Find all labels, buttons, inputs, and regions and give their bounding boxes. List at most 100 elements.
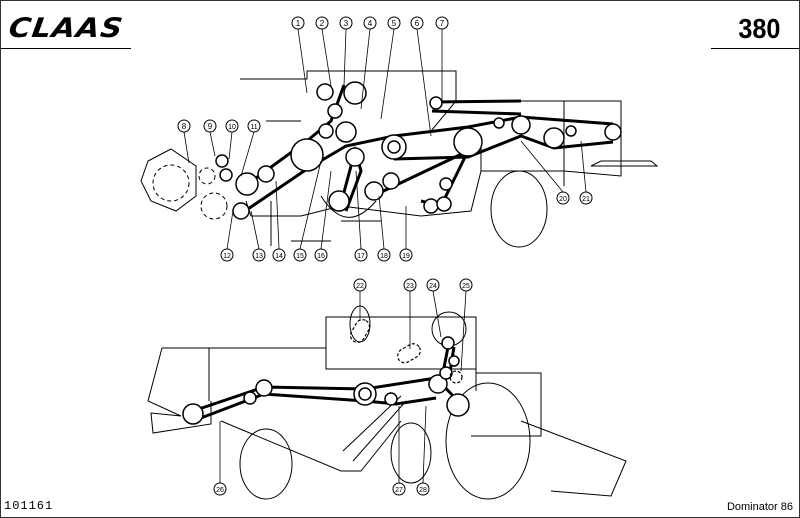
leader-line: [380, 28, 395, 120]
callout-circle: [416, 482, 430, 496]
callout-circle: [291, 16, 305, 30]
callout-circle: [252, 248, 266, 262]
callout-12: 12: [220, 210, 234, 262]
leader-line: [299, 160, 322, 250]
callout-8: 8: [177, 119, 191, 164]
leader-line: [520, 140, 564, 193]
callout-label: 14: [275, 253, 283, 260]
callout-label: 26: [216, 487, 224, 494]
callout-circle: [314, 248, 328, 262]
callout-28: 28: [416, 405, 430, 496]
callout-circle: [579, 191, 593, 205]
leader-line: [275, 180, 280, 250]
callout-14: 14: [272, 180, 286, 262]
callout-circle: [399, 248, 413, 262]
callout-label: 24: [429, 283, 437, 290]
callout-circle: [247, 119, 261, 133]
callout-27: 27: [392, 406, 406, 496]
callout-label: 28: [419, 487, 427, 494]
model-name: Dominator 86: [726, 501, 793, 513]
callout-circle: [220, 248, 234, 262]
leader-line: [355, 170, 362, 250]
callout-circle: [203, 119, 217, 133]
callout-15: 15: [293, 160, 322, 262]
callout-label: 8: [182, 122, 187, 131]
callout-4: 4: [360, 16, 377, 110]
callout-25: 25: [459, 278, 473, 372]
callout-label: 9: [208, 122, 213, 131]
callout-circle: [293, 248, 307, 262]
callout-20: 20: [520, 140, 570, 205]
leader-line: [320, 170, 332, 250]
callout-13: 13: [250, 210, 266, 262]
leader-line: [460, 290, 467, 372]
callout-18: 18: [377, 195, 391, 262]
callout-label: 16: [317, 253, 325, 260]
callout-circle: [353, 278, 367, 292]
leader-line: [297, 28, 308, 94]
callout-circle: [177, 119, 191, 133]
leader-line: [360, 28, 371, 110]
callout-circle: [403, 278, 417, 292]
callout-circle: [387, 16, 401, 30]
callout-circle: [225, 119, 239, 133]
callout-label: 6: [415, 19, 420, 28]
callout-label: 7: [440, 19, 445, 28]
leader-line: [183, 131, 190, 164]
callout-17: 17: [354, 170, 368, 262]
callout-circle: [363, 16, 377, 30]
callout-circle: [272, 248, 286, 262]
callout-circle: [377, 248, 391, 262]
leader-line: [209, 131, 216, 157]
leader-line: [321, 28, 332, 87]
callout-10: 10: [225, 119, 239, 160]
callout-label: 2: [320, 19, 325, 28]
leader-line: [226, 210, 234, 250]
top-pulleys: [215, 81, 622, 220]
callout-21: 21: [579, 140, 593, 205]
callout-7: 7: [435, 16, 449, 101]
callout-circle: [339, 16, 353, 30]
callout-circle: [435, 16, 449, 30]
bottom-pulleys: [182, 336, 470, 425]
callout-24: 24: [426, 278, 442, 338]
callout-label: 10: [228, 124, 236, 131]
leader-line: [228, 131, 233, 160]
page-number: 380: [738, 13, 781, 44]
leader-line: [378, 195, 385, 250]
callout-label: 19: [402, 253, 410, 260]
callout-label: 13: [255, 253, 263, 260]
leader-line: [432, 290, 442, 338]
callout-2: 2: [315, 16, 332, 87]
callout-label: 27: [395, 487, 403, 494]
callout-label: 22: [356, 283, 364, 290]
callout-label: 17: [357, 253, 365, 260]
callout-1: 1: [291, 16, 308, 94]
leader-line: [343, 28, 347, 87]
callout-label: 4: [368, 19, 373, 28]
callout-circle: [315, 16, 329, 30]
combine-side-view-top: [140, 70, 659, 248]
callout-circle: [213, 482, 227, 496]
callout-label: 18: [380, 253, 388, 260]
callout-label: 20: [559, 196, 567, 203]
callout-label: 15: [296, 253, 304, 260]
callout-23: 23: [403, 278, 417, 349]
callout-label: 25: [462, 283, 470, 290]
leader-line: [250, 210, 260, 250]
callout-label: 21: [582, 196, 590, 203]
leader-line: [416, 28, 432, 137]
callout-3: 3: [339, 16, 353, 87]
callout-label: 23: [406, 283, 414, 290]
callout-label: 5: [392, 19, 397, 28]
callout-circle: [354, 248, 368, 262]
callout-6: 6: [410, 16, 432, 137]
callout-label: 3: [344, 19, 349, 28]
callout-26: 26: [213, 421, 227, 496]
callout-16: 16: [314, 170, 332, 262]
callout-circle: [410, 16, 424, 30]
callout-circle: [392, 482, 406, 496]
